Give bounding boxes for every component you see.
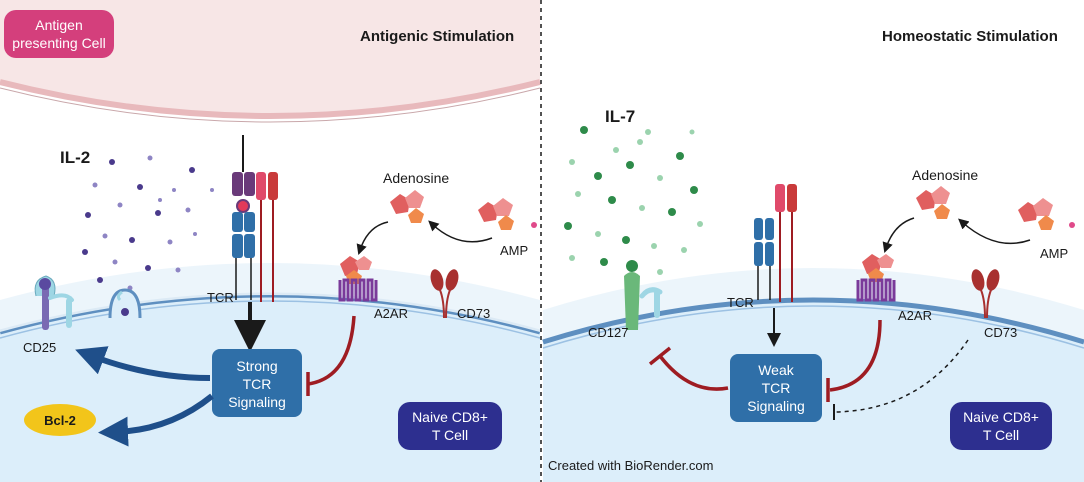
apc-label-1: Antigen (35, 17, 82, 33)
strong-signal-line1: Strong (236, 358, 277, 374)
right-panel: Homeostatic Stimulation IL-7 CD127 (542, 28, 1084, 482)
il7-label: IL-7 (605, 107, 635, 126)
naive-cd8-right-line1: Naive CD8+ (963, 409, 1039, 425)
naive-cd8-left-line1: Naive CD8+ (412, 409, 488, 425)
left-panel: Antigen presenting Cell Antigenic Stimul… (0, 0, 541, 482)
a2ar-inhibition-right (829, 319, 882, 392)
strong-signal-line3: Signaling (228, 394, 286, 410)
cd25-receptor (34, 275, 74, 330)
a2ar-receptor-right (856, 254, 896, 302)
weak-signal-line1: Weak (758, 362, 795, 378)
amp-molecule-left (478, 198, 537, 230)
right-panel-title: Homeostatic Stimulation (882, 28, 1058, 45)
left-panel-title: Antigenic Stimulation (360, 28, 514, 45)
il2-particles (82, 155, 214, 291)
strong-signal-line2: TCR (243, 376, 272, 392)
amp-label-right: AMP (1040, 246, 1068, 261)
naive-cd8-right-line2: T Cell (983, 427, 1019, 443)
tcr-complex-left (232, 135, 278, 302)
strong-signaling-box (212, 349, 302, 417)
naive-cd8-badge-left (398, 402, 502, 450)
apc-membrane-inner (0, 87, 541, 123)
weak-signal-line3: Signaling (747, 398, 805, 414)
a2ar-label-left: A2AR (374, 306, 408, 321)
cd127-label: CD127 (588, 325, 628, 340)
apc-membrane-edge (0, 79, 541, 119)
t-cell-membrane-right (542, 297, 1084, 345)
a2ar-inhibition-left (307, 315, 356, 386)
amp-label-left: AMP (500, 243, 528, 258)
adenosine-label-left: Adenosine (383, 170, 449, 186)
il7-particles (564, 126, 703, 275)
adenosine-molecule-left (390, 190, 424, 223)
cd25-label: CD25 (23, 340, 56, 355)
adenosine-to-a2ar-arrow-right (882, 217, 915, 253)
biorender-credit: Created with BioRender.com (548, 458, 713, 473)
apc-badge (4, 10, 114, 58)
cd127-inhibition (658, 354, 729, 391)
amp-molecule-right (1018, 198, 1075, 230)
bcl2-oval (24, 404, 96, 436)
weak-signaling-box (730, 354, 822, 422)
cd73-label-left: CD73 (457, 306, 490, 321)
naive-cd8-left-line2: T Cell (432, 427, 468, 443)
cd25-upregulation-arrow (75, 346, 211, 381)
tcr-complex-right (754, 184, 797, 302)
adenosine-molecule-right (916, 186, 950, 219)
adenosine-to-a2ar-arrow (356, 221, 389, 255)
weak-signal-line2: TCR (762, 380, 791, 396)
cd73-dashed-inhibition (835, 339, 969, 413)
bcl2-label: Bcl-2 (44, 413, 76, 428)
amp-to-adenosine-arrow-right (958, 218, 1031, 245)
cd73-receptor-left (430, 269, 459, 319)
adenosine-label-right: Adenosine (912, 167, 978, 183)
tcr-label-right: TCR (727, 295, 754, 310)
apc-membrane (0, 0, 540, 116)
a2ar-label-right: A2AR (898, 308, 932, 323)
cd73-label-right: CD73 (984, 325, 1017, 340)
bcl2-upregulation-arrow (98, 393, 214, 447)
il2-label: IL-2 (60, 148, 90, 167)
tcr-label-left: TCR (207, 290, 234, 305)
cd73-receptor-right (971, 269, 1000, 319)
amp-to-adenosine-arrow (428, 220, 493, 243)
cd127-receptor (624, 260, 663, 330)
a2ar-receptor-left (338, 256, 378, 302)
naive-cd8-badge-right (950, 402, 1052, 450)
apc-label-2: presenting Cell (12, 35, 105, 51)
